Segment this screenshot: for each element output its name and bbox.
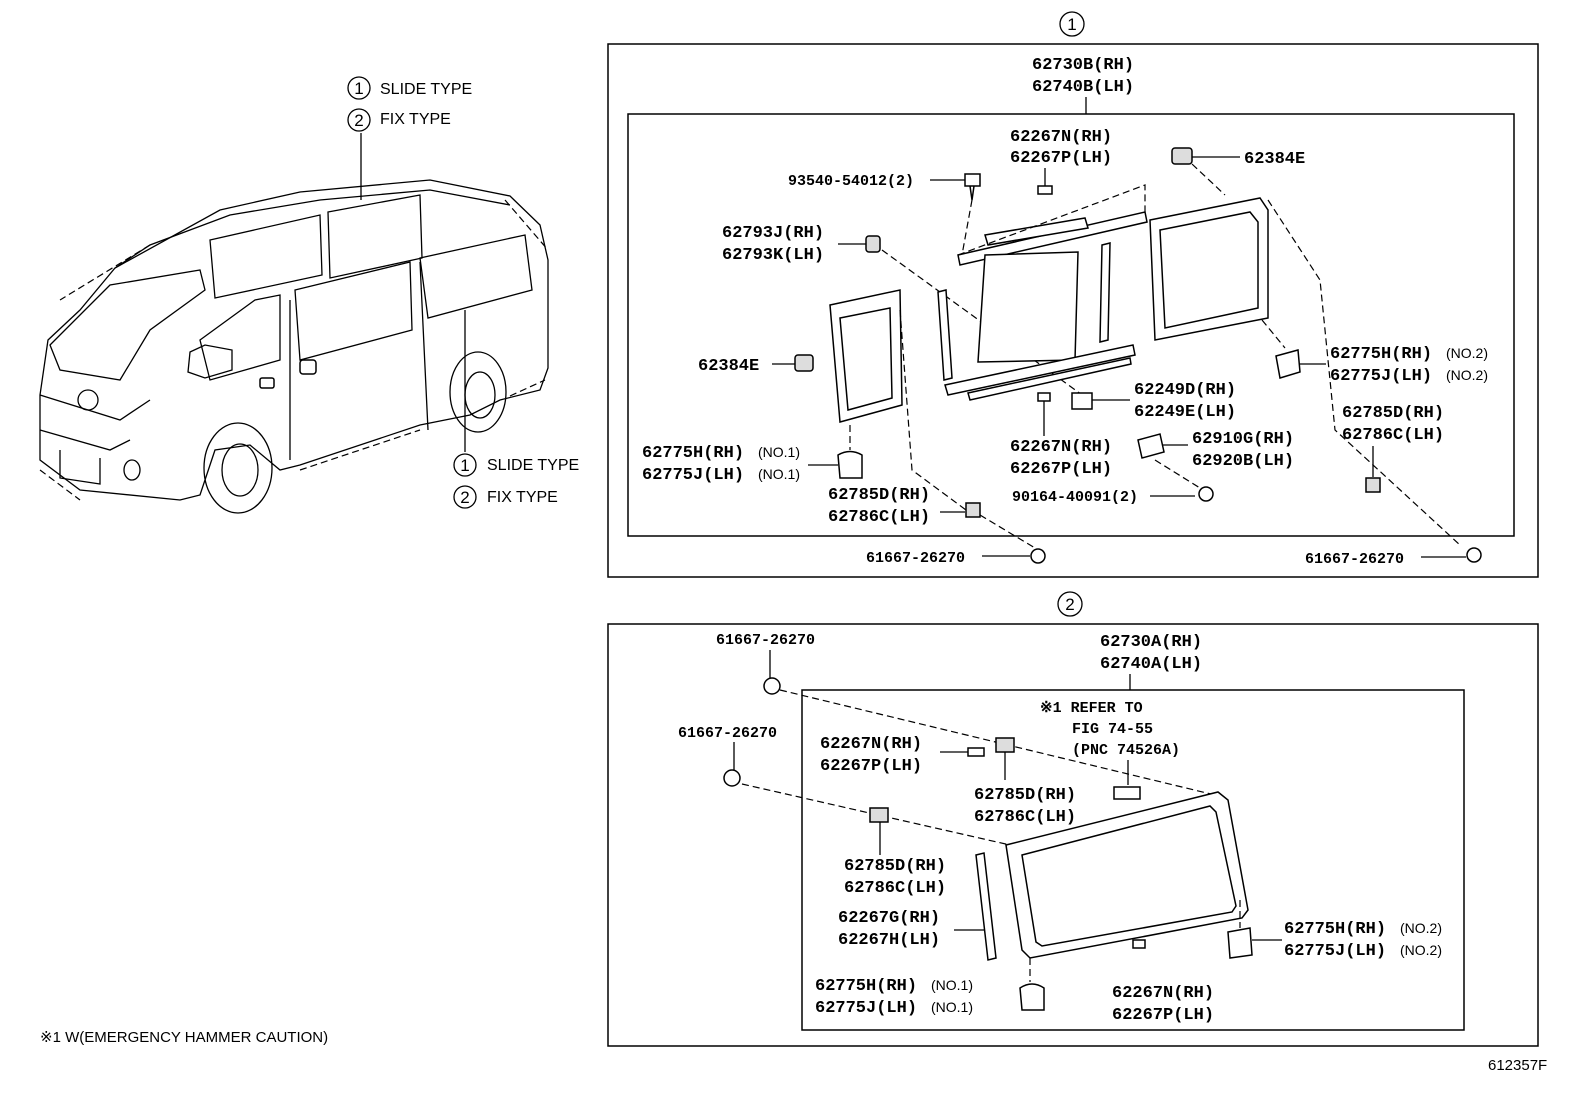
part-62786C-right: 62786C(LH) — [1342, 426, 1444, 445]
legend-circle-2-bottom-num: 2 — [460, 488, 469, 507]
slide-glass — [977, 251, 1079, 363]
section-2-marker-num: 2 — [1065, 595, 1074, 614]
part-62793K: 62793K(LH) — [722, 246, 824, 265]
refer-note-line-3: (PNC 74526A) — [1072, 742, 1180, 759]
part-62267P-mid: 62267P(LH) — [1010, 460, 1112, 479]
footnote: ※1 W(EMERGENCY HAMMER CAUTION) — [40, 1029, 328, 1046]
part-90164-40091: 90164-40091(2) — [1012, 489, 1138, 506]
part-61667-26270-mid: 61667-26270 — [678, 725, 777, 742]
part-62775H-no2: 62775H(RH) — [1330, 345, 1432, 364]
note-no2a: (NO.2) — [1446, 345, 1488, 361]
section-1-marker-num: 1 — [1067, 15, 1076, 34]
note-s2-no2a: (NO.2) — [1400, 920, 1442, 936]
legend-circle-1-bottom — [453, 453, 477, 477]
part-62910G: 62910G(RH) — [1192, 430, 1294, 449]
part-62267N-top: 62267N(RH) — [1010, 128, 1112, 147]
part-62267P-top: 62267P(LH) — [1010, 149, 1112, 168]
section-1-outer-box — [607, 43, 1539, 578]
lower-rail — [944, 344, 1136, 396]
refer-note-line-2: FIG 74-55 — [1072, 721, 1153, 738]
part-62785D-b: 62785D(RH) — [844, 857, 946, 876]
legend-fix-type-top: FIX TYPE — [380, 111, 451, 128]
legend-circle-1-bottom-num: 1 — [460, 456, 469, 475]
section-2-inner-box — [801, 689, 1465, 1031]
legend-slide-type-bottom: SLIDE TYPE — [487, 457, 579, 474]
legend-circle-1-top-num: 1 — [354, 79, 363, 98]
section-1-marker — [1059, 11, 1085, 37]
part-62384E-top: 62384E — [1244, 150, 1305, 169]
part-62775H-no2-s2: 62775H(RH) — [1284, 920, 1386, 939]
legend-circle-2-bottom — [453, 485, 477, 509]
part-62793J: 62793J(RH) — [722, 224, 824, 243]
part-62786C-left: 62786C(LH) — [828, 508, 930, 527]
part-62267H: 62267H(LH) — [838, 931, 940, 950]
part-62775J-no2: 62775J(LH) — [1330, 367, 1432, 386]
legend-slide-type-top: SLIDE TYPE — [380, 81, 472, 98]
part-61667-26270-b: 61667-26270 — [1305, 551, 1404, 568]
section-2-fix-type: 2 62730A(RH) 62740A(LH) 61667-26270 6166… — [607, 591, 1539, 1047]
part-62785D-right: 62785D(RH) — [1342, 404, 1444, 423]
note-s2-no2b: (NO.2) — [1400, 942, 1442, 958]
part-62785D-left: 62785D(RH) — [828, 486, 930, 505]
part-62267N-b: 62267N(RH) — [1112, 984, 1214, 1003]
legend-fix-type-bottom: FIX TYPE — [487, 489, 558, 506]
part-93540-54012: 93540-54012(2) — [788, 173, 914, 190]
van-rear-window — [419, 234, 533, 319]
part-62267N-a: 62267N(RH) — [820, 735, 922, 754]
part-62267P-b: 62267P(LH) — [1112, 1006, 1214, 1025]
part-62775H-no1-s2: 62775H(RH) — [815, 977, 917, 996]
part-62267N-mid: 62267N(RH) — [1010, 438, 1112, 457]
fix-glass-inner — [1021, 805, 1237, 947]
part-61667-26270-top: 61667-26270 — [716, 632, 815, 649]
van-illustration: 1 SLIDE TYPE 2 FIX TYPE — [39, 76, 579, 514]
refer-note-line-1: ※1 REFER TO — [1040, 700, 1143, 717]
part-62730A: 62730A(RH) — [1100, 633, 1202, 652]
clip-62384E-top — [1171, 147, 1193, 165]
part-62786C-b: 62786C(LH) — [844, 879, 946, 898]
part-62785D-a: 62785D(RH) — [974, 786, 1076, 805]
part-62730B: 62730B(RH) — [1032, 56, 1134, 75]
note-no2b: (NO.2) — [1446, 367, 1488, 383]
part-62249D: 62249D(RH) — [1134, 381, 1236, 400]
part-62740B: 62740B(LH) — [1032, 78, 1134, 97]
figure-id: 612357F — [1488, 1057, 1547, 1074]
part-62920B: 62920B(LH) — [1192, 452, 1294, 471]
part-62775J-no1-s2: 62775J(LH) — [815, 999, 917, 1018]
part-62267P-a: 62267P(LH) — [820, 757, 922, 776]
part-62740A: 62740A(LH) — [1100, 655, 1202, 674]
part-62786C-a: 62786C(LH) — [974, 808, 1076, 827]
part-61667-26270-a: 61667-26270 — [866, 550, 965, 567]
van-slide-window — [294, 261, 413, 361]
note-s2-no1a: (NO.1) — [931, 977, 973, 993]
section-1-inner-box — [627, 113, 1515, 537]
legend-circle-1-top — [347, 76, 371, 100]
part-62775J-no1: 62775J(LH) — [642, 466, 744, 485]
section-1-slide-type: 1 62730B(RH) 62740B(LH) 62267N(RH) 62267… — [607, 11, 1539, 578]
part-62267G: 62267G(RH) — [838, 909, 940, 928]
legend-circle-2-top — [347, 108, 371, 132]
note-s2-no1b: (NO.1) — [931, 999, 973, 1015]
part-62775J-no2-s2: 62775J(LH) — [1284, 942, 1386, 961]
note-no1a: (NO.1) — [758, 444, 800, 460]
section-2-marker — [1057, 591, 1083, 617]
note-no1b: (NO.1) — [758, 466, 800, 482]
part-62384E-left: 62384E — [698, 357, 759, 376]
legend-circle-2-top-num: 2 — [354, 111, 363, 130]
section-2-outer-box — [607, 623, 1539, 1047]
part-62249E: 62249E(LH) — [1134, 403, 1236, 422]
part-62775H-no1: 62775H(RH) — [642, 444, 744, 463]
